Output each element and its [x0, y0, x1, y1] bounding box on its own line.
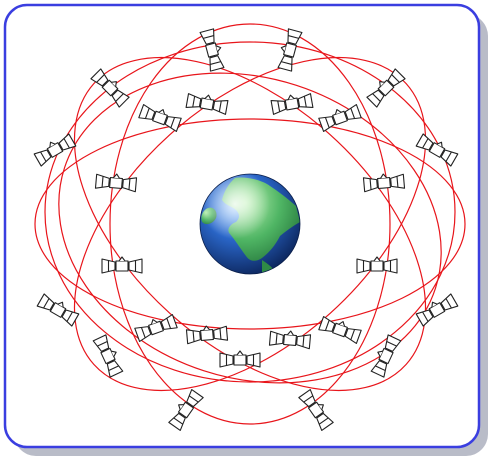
- gps-constellation-diagram: [0, 0, 490, 461]
